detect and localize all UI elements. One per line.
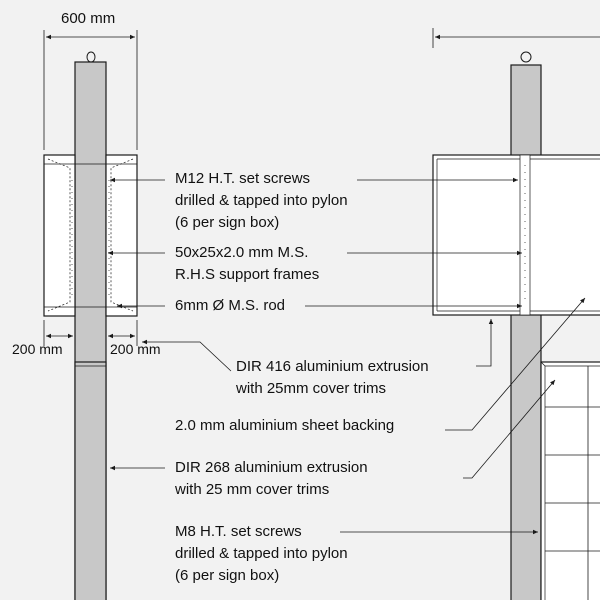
callout-dir416: DIR 416 aluminium extrusion with 25mm co…: [236, 356, 429, 400]
dimension-600-label: 600 mm: [61, 10, 116, 27]
callout-m12-screws: M12 H.T. set screws drilled & tapped int…: [175, 168, 348, 234]
callout-rod-line-1: 6mm Ø M.S. rod: [175, 297, 286, 314]
callout-rhs-frames: 50x25x2.0 mm M.S. R.H.S support frames: [175, 242, 319, 286]
right-lower-panel: [540, 361, 600, 600]
callout-m8-line-3: (6 per sign box): [175, 567, 280, 584]
left-lower-box: [74, 361, 107, 600]
right-pylon: [510, 51, 542, 600]
callout-dir268-line-1: DIR 268 aluminium extrusion: [175, 459, 368, 476]
callout-m8-screws: M8 H.T. set screws drilled & tapped into…: [175, 521, 348, 587]
dimension-600: [43, 30, 138, 150]
dimension-200-left-label: 200 mm: [12, 341, 63, 357]
callout-m12-line-1: M12 H.T. set screws: [175, 170, 311, 187]
callout-m12-line-3: (6 per sign box): [175, 214, 280, 231]
dimension-200-right-label: 200 mm: [110, 341, 161, 357]
leader-lines: [108, 177, 586, 535]
callout-dir268-line-2: with 25 mm cover trims: [175, 481, 330, 498]
dimension-200: [43, 320, 138, 346]
callout-dir416-line-2: with 25mm cover trims: [236, 380, 387, 397]
callout-dir268: DIR 268 aluminium extrusion with 25 mm c…: [175, 457, 368, 501]
callout-sheet-line-1: 2.0 mm aluminium sheet backing: [175, 417, 395, 434]
callout-m12-line-2: drilled & tapped into pylon: [175, 192, 348, 209]
callout-m8-line-1: M8 H.T. set screws: [175, 523, 302, 540]
right-top-dimension: [432, 28, 600, 48]
callout-m8-line-2: drilled & tapped into pylon: [175, 545, 348, 562]
callout-rhs-line-2: R.H.S support frames: [175, 266, 320, 283]
callout-rod: 6mm Ø M.S. rod: [175, 295, 285, 317]
callout-sheet-backing: 2.0 mm aluminium sheet backing: [175, 415, 394, 437]
callout-dir416-line-1: DIR 416 aluminium extrusion: [236, 358, 429, 375]
right-sign-panel: [432, 154, 600, 316]
callout-rhs-line-1: 50x25x2.0 mm M.S.: [175, 244, 309, 261]
